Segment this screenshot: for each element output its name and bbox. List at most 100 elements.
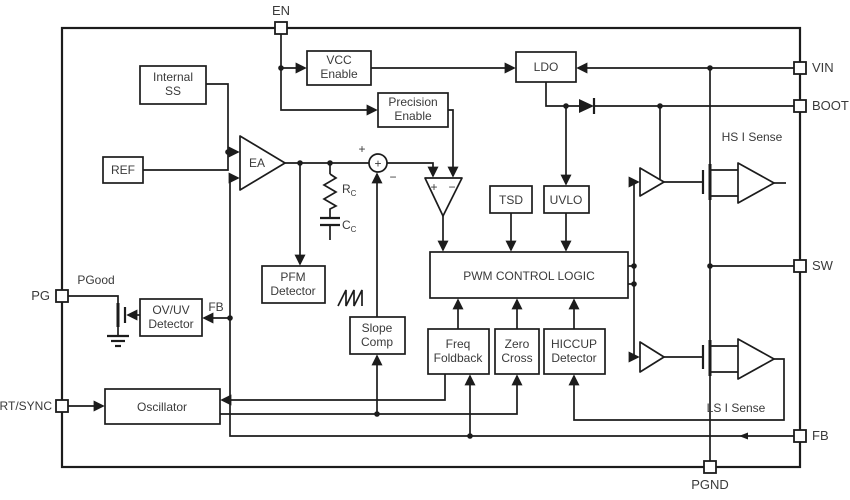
block-hiccup-line1: HICCUP [551,337,597,351]
block-tsd: TSD [489,185,533,214]
ls-sense-amp-triangle [737,338,775,380]
block-ldo: LDO [515,51,577,83]
block-vcc-enable-box [306,50,372,86]
block-ref-label: REF [111,163,135,177]
pin-vin-label: VIN [812,60,834,75]
pin-en [274,21,288,35]
junction-dot [374,411,380,417]
fb-line-arrowhead [739,432,748,440]
wire-precision-to-comparator [447,109,459,178]
block-ovuv-line2: Detector [148,317,193,331]
high-side-stage: HS I Sense [639,68,786,340]
wire-internal-ss-ref-node [143,83,229,171]
block-freq-foldback-line2: Foldback [434,351,484,365]
block-zero-cross-line1: Zero [505,337,530,351]
block-oscillator-box [104,388,221,425]
block-freq-foldback-line1: Freq [446,337,471,351]
pgood-label: PGood [77,273,114,287]
block-vcc-enable-line2: Enable [320,67,358,81]
block-ovuv-line1: OV/UV [152,303,189,317]
junction-dot [227,315,233,321]
pin-rt-sync-label: RT/SYNC [0,399,52,413]
junction-dot [278,65,284,71]
summing-junction: + + − [358,142,396,184]
block-ldo-label: LDO [534,60,559,74]
wire-pg-to-fet [68,295,119,303]
wire-en-to-precision-enable [280,68,378,116]
block-ovuv-box [139,298,203,337]
block-hiccup-line2: Detector [551,351,596,365]
junction-dot [657,103,663,109]
low-side-stage: LS I Sense [639,338,775,461]
block-internal-ss-line1: Internal [153,70,193,84]
wire-ls-sense-to-hiccup [568,358,785,421]
ic-boundary [60,26,802,469]
junction-dot [467,433,473,439]
block-pfm-line1: PFM [280,270,305,284]
pin-rt-sync [55,399,69,413]
block-internal-ss-line2: SS [165,84,181,98]
ls-i-sense-label: LS I Sense [707,401,766,415]
cc-label: CC [342,218,357,234]
diode [579,98,596,114]
wire-sum-to-comparator [387,162,439,178]
hs-driver-triangle [639,167,665,197]
junction-dot [631,281,637,287]
junction-dot [631,263,637,269]
junction-dot [563,103,569,109]
pin-fb-label: FB [812,428,829,443]
comparator-minus: − [448,180,455,194]
block-vcc-enable: VCC Enable [306,50,372,86]
block-internal-ss: Internal SS [139,65,207,105]
block-uvlo-box [543,185,590,214]
block-zero-cross-box [494,328,540,375]
pin-boot [793,99,807,113]
block-ref-box [102,156,144,184]
block-pwm-label: PWM CONTROL LOGIC [463,269,595,283]
block-precision-enable-line2: Enable [394,109,432,123]
block-vcc-enable-line1: VCC [326,53,352,67]
block-slope-comp-line2: Comp [361,335,393,349]
junction-dot [327,160,333,166]
block-precision-enable: Precision Enable [377,92,449,128]
rc-label: RC [342,182,357,198]
block-hiccup-box [543,328,606,375]
block-uvlo-label: UVLO [550,193,583,207]
pin-pgnd [703,460,717,474]
sawtooth-icon [337,289,363,307]
block-zero-cross: Zero Cross [494,328,540,375]
ea-triangle [239,135,286,191]
block-internal-ss-box [139,65,207,105]
block-slope-comp: Slope Comp [349,316,406,355]
compensation-network: RC CC [320,163,357,240]
diode-anode-triangle [579,99,594,113]
fb-node-label: FB [208,300,223,314]
summing-plus-label: + [358,142,365,156]
block-precision-enable-line1: Precision [388,95,437,109]
junction-dot [225,149,231,155]
comparator-plus: + [430,180,437,194]
wire-en-to-vcc-enable [280,34,307,74]
summing-circle [368,153,388,173]
block-slope-comp-box [349,316,406,355]
pin-fb [793,429,807,443]
junction-dot [707,263,713,269]
pgood-fet: PGood [77,273,129,348]
block-freq-foldback-box [427,328,490,375]
block-oscillator-label: Oscillator [137,400,187,414]
block-freq-foldback: Freq Foldback [427,328,490,375]
wire-foldback-to-osc [220,374,446,406]
block-pfm-line2: Detector [270,284,315,298]
error-amplifier: EA [239,135,286,191]
wire-osc-to-zero-cross [220,374,523,415]
comparator-triangle [424,177,463,217]
pin-vin [793,61,807,75]
summing-plus-inner: + [374,157,381,171]
pin-sw [793,259,807,273]
block-ldo-box [515,51,577,83]
pin-pg-label: PG [31,288,50,303]
pins: EN VIN BOOT SW FB PGND PG RT/SYNC [0,3,849,492]
block-tsd-box [489,185,533,214]
pin-pgnd-label: PGND [691,477,729,492]
